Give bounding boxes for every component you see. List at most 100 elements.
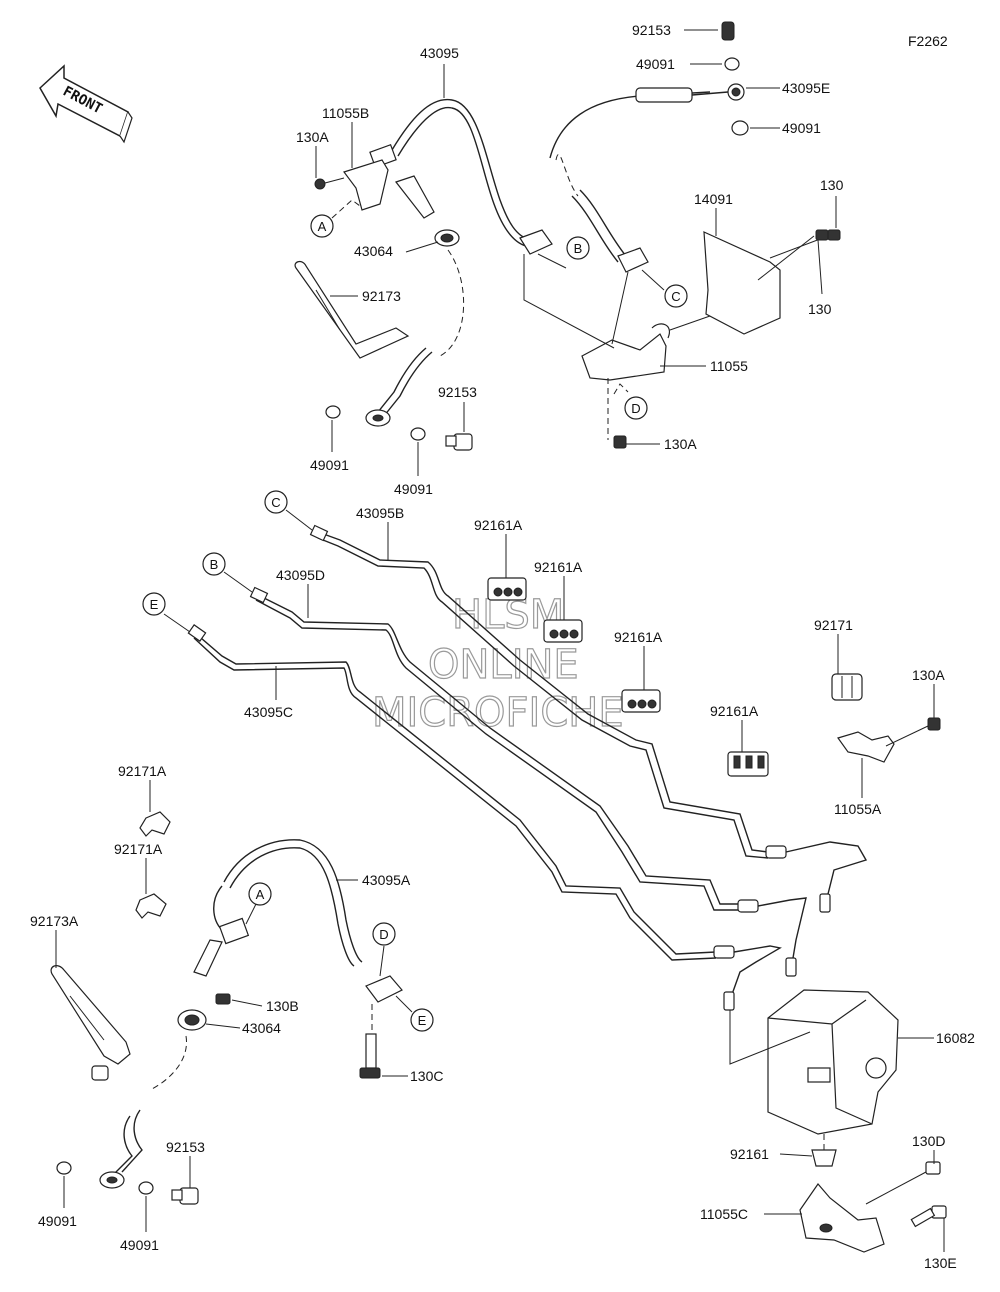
label-49091-bottom-1: 49091 xyxy=(38,1213,77,1229)
label-11055C: 11055C xyxy=(700,1206,748,1222)
washer-49091-bottom-2 xyxy=(138,1181,154,1195)
label-130E: 130E xyxy=(924,1255,957,1271)
hose-43095 xyxy=(391,98,531,241)
label-92173: 92173 xyxy=(362,288,401,304)
svg-text:E: E xyxy=(418,1013,427,1028)
label-43095: 43095 xyxy=(420,45,459,61)
svg-text:B: B xyxy=(574,241,583,256)
label-11055: 11055 xyxy=(710,358,748,374)
clamp-92161A-2 xyxy=(543,619,583,643)
diagram-code: F2262 xyxy=(908,33,948,49)
clamp-92161A-3 xyxy=(621,689,661,713)
label-43095C: 43095C xyxy=(244,704,293,720)
grommet-92161 xyxy=(811,1149,837,1167)
abs-unit-16082 xyxy=(767,989,899,1135)
junction-block-b xyxy=(519,229,553,255)
banjo-fitting-top xyxy=(365,409,391,427)
svg-text:A: A xyxy=(318,219,327,234)
bolt-130-b xyxy=(757,229,829,281)
clamp-92161A-4 xyxy=(727,751,769,777)
ref-circle-e-bottom: E xyxy=(395,995,434,1032)
label-43095B: 43095B xyxy=(356,505,404,521)
label-43064-bottom: 43064 xyxy=(242,1020,281,1036)
svg-text:D: D xyxy=(379,927,388,942)
bracket-11055B xyxy=(343,159,389,211)
label-130B: 130B xyxy=(266,998,299,1014)
ref-circle-a-bottom: A xyxy=(245,882,272,925)
label-43095D: 43095D xyxy=(276,567,325,583)
bolt-130C xyxy=(359,1004,381,1079)
label-92153-top: 92153 xyxy=(632,22,671,38)
clamp-92161A-1 xyxy=(487,577,527,601)
label-92161A-1: 92161A xyxy=(474,517,523,533)
pipe-43095D xyxy=(255,593,740,905)
label-16082: 16082 xyxy=(936,1030,975,1046)
front-arrow-icon: FRONT xyxy=(39,64,133,144)
bolt-130A-right xyxy=(885,717,941,747)
label-92161: 92161 xyxy=(730,1146,769,1162)
svg-text:D: D xyxy=(631,401,640,416)
grommet-43064-top xyxy=(434,229,460,247)
clip-92171A-2 xyxy=(135,893,167,919)
junction-block-d xyxy=(365,975,403,1003)
washer-49091-top xyxy=(724,57,740,71)
ref-circle-a-top: A xyxy=(310,199,361,238)
label-92161A-3: 92161A xyxy=(614,629,663,645)
label-92161A-4: 92161A xyxy=(710,703,759,719)
label-43095A: 43095A xyxy=(362,872,411,888)
label-92153-bottom: 92153 xyxy=(166,1139,205,1155)
label-92161A-2: 92161A xyxy=(534,559,583,575)
junction-block-c xyxy=(617,247,649,273)
watermark-line-3: MICROFICHE xyxy=(372,690,624,736)
cover-14091 xyxy=(703,231,781,335)
label-49091-top-2: 49091 xyxy=(782,120,821,136)
svg-text:B: B xyxy=(210,557,219,572)
label-92173A: 92173A xyxy=(30,913,79,929)
bracket-92173A xyxy=(50,965,131,1065)
pipe-43095C xyxy=(193,631,717,955)
bolt-130E xyxy=(910,1205,947,1228)
label-49091-bottom-2: 49091 xyxy=(120,1237,159,1253)
label-92171: 92171 xyxy=(814,617,853,633)
watermark: HLSM ONLINE MICROFICHE xyxy=(371,591,624,736)
bolt-130B xyxy=(215,993,231,1005)
label-130-b: 130 xyxy=(808,301,832,317)
svg-text:C: C xyxy=(671,289,680,304)
washer-49091-top-2 xyxy=(731,120,749,136)
label-130-a: 130 xyxy=(820,177,844,193)
label-49091-left-2: 49091 xyxy=(394,481,433,497)
label-49091-left-1: 49091 xyxy=(310,457,349,473)
label-130A-top-left: 130A xyxy=(296,129,329,145)
ref-circle-c-mid: C xyxy=(264,490,313,531)
ref-circle-c-top: C xyxy=(641,269,688,308)
ref-circle-b-top: B xyxy=(537,236,590,269)
svg-text:C: C xyxy=(271,495,280,510)
label-43064-top: 43064 xyxy=(354,243,393,259)
label-92171A-1: 92171A xyxy=(118,763,167,779)
bolt-130A-top-left xyxy=(314,177,345,190)
bolt-92153-bottom xyxy=(171,1187,199,1205)
washer-49091-left-1 xyxy=(325,405,341,419)
bracket-11055C xyxy=(799,1183,885,1253)
label-49091-top: 49091 xyxy=(636,56,675,72)
svg-text:E: E xyxy=(150,597,159,612)
bolt-92153-mid xyxy=(445,433,473,451)
bracket-11055A xyxy=(837,731,895,763)
label-11055A: 11055A xyxy=(834,801,882,817)
clip-92171 xyxy=(831,673,863,701)
label-130A-right: 130A xyxy=(912,667,945,683)
ref-circle-e-mid: E xyxy=(142,592,191,633)
label-14091: 14091 xyxy=(694,191,733,207)
pipe-43095B xyxy=(317,531,769,853)
label-130A-mid: 130A xyxy=(664,436,697,452)
bracket-92173 xyxy=(294,260,410,359)
label-43095E: 43095E xyxy=(782,80,830,96)
svg-text:A: A xyxy=(256,887,265,902)
bolt-130A-mid xyxy=(613,435,627,449)
bolt-130-a xyxy=(769,229,841,259)
ref-circle-d-bottom: D xyxy=(372,922,396,977)
banjo-fitting-bottom xyxy=(99,1171,125,1189)
washer-49091-bottom-1 xyxy=(56,1161,72,1175)
ref-circle-b-mid: B xyxy=(202,552,253,593)
